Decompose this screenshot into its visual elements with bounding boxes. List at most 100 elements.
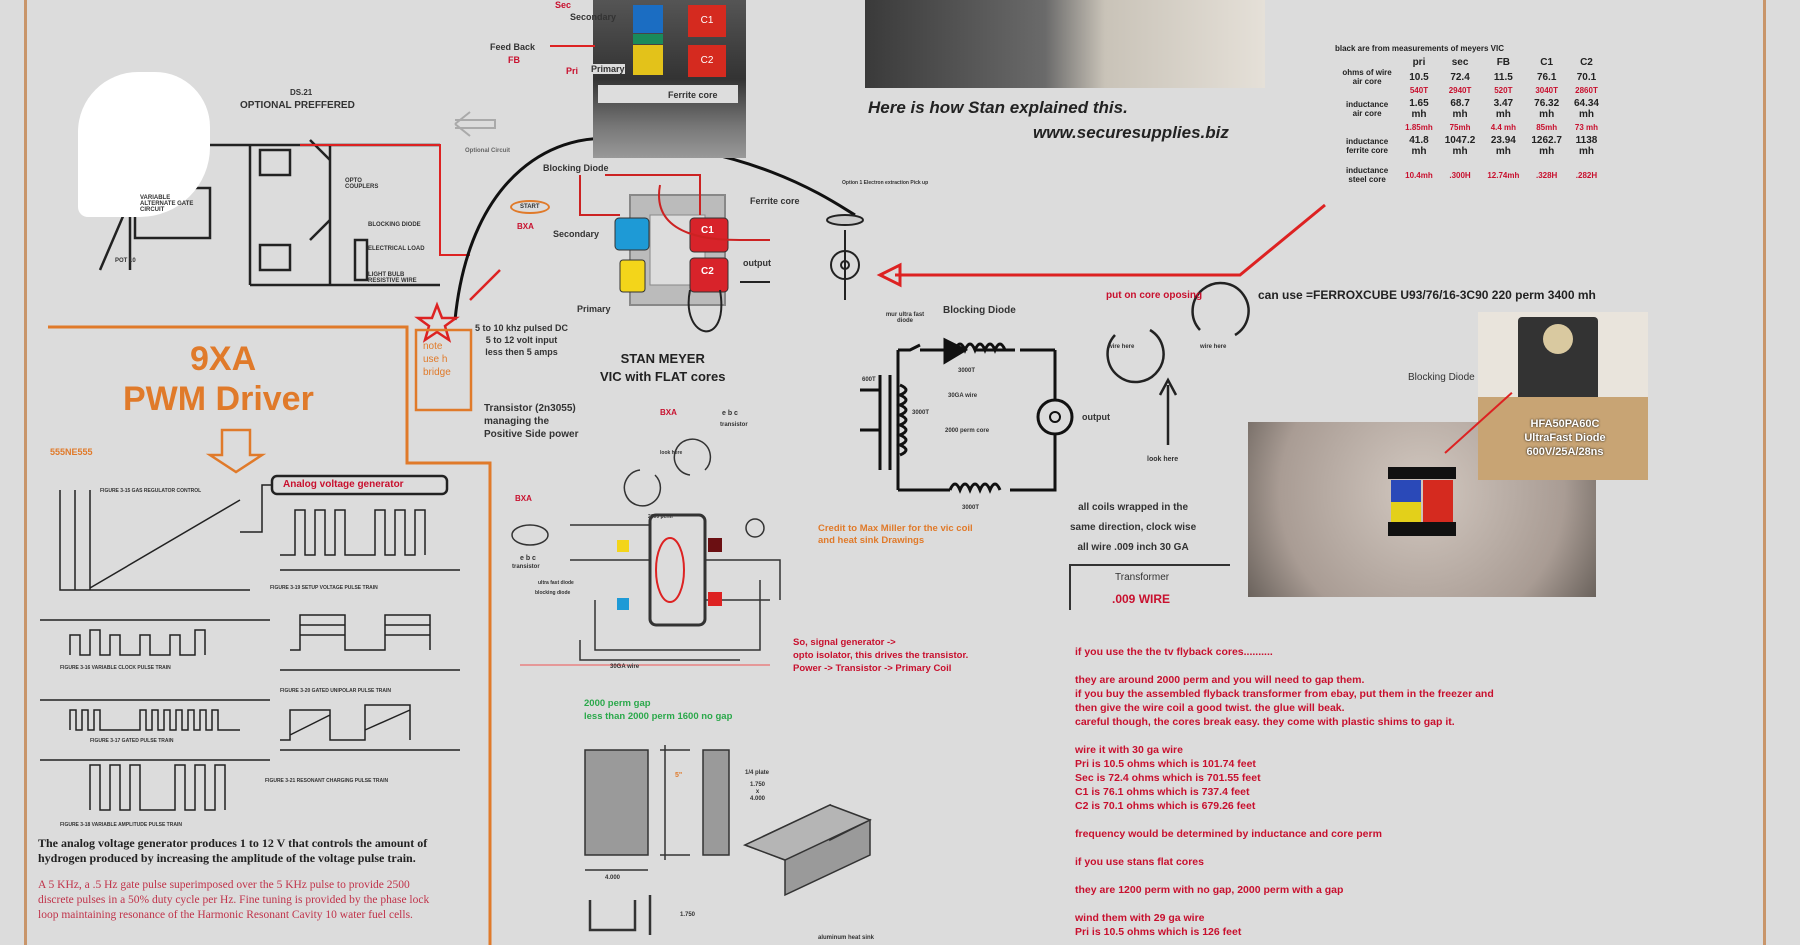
vic-photo: C1 C2 (593, 0, 746, 158)
vic-c1: C1 (701, 225, 714, 236)
table-heading: black are from measurements of meyers VI… (1335, 44, 1504, 53)
vic-c2: C2 (701, 266, 714, 277)
vic-primary: Primary (577, 304, 611, 314)
diode-label: Blocking Diode (1408, 372, 1475, 383)
website-url[interactable]: www.securesupplies.biz (1033, 123, 1229, 142)
bxa-label: BXA (517, 222, 534, 231)
video-caption: Here is how Stan explained this. (868, 98, 1128, 117)
width-dim: 4.000 (605, 875, 621, 881)
vic-secondary: Secondary (553, 229, 600, 239)
transformer-circuit-lines (860, 337, 1057, 494)
tc-turns: 600T (862, 377, 876, 383)
small-vic-transistor: transistor (512, 564, 540, 570)
tc-blocking-diode: Blocking Diode (943, 305, 1016, 316)
chip-label: 555NE555 (50, 447, 93, 457)
star-icon (414, 301, 460, 343)
small-vic-ebc: e b c (520, 555, 536, 562)
core-note: put on core oposing (1106, 290, 1203, 301)
bxa-label-2: BXA (660, 408, 677, 417)
stan-video-still[interactable] (865, 0, 1265, 88)
tc-wire: 30GA wire (948, 393, 978, 399)
small-vic-bxa: BXA (515, 494, 532, 503)
figure-caption: FIGURE 3-17 GATED PULSE TRAIN (90, 738, 174, 744)
optional-circuit-label: Optional Circuit (465, 148, 510, 154)
c2-coil: C2 (688, 45, 726, 77)
small-vic-drawing (511, 438, 781, 666)
tc-turns: 3000T (912, 410, 930, 416)
pwm-title-2: PWM Driver (123, 380, 314, 418)
analog-generator-label: Analog voltage generator (283, 479, 404, 490)
tc-output: output (1082, 412, 1110, 422)
rotation-arrows (1106, 281, 1250, 445)
figure-caption: FIGURE 3-16 VARIABLE CLOCK PULSE TRAIN (60, 665, 171, 671)
heat-sink-drawings (584, 745, 872, 935)
figure-caption: FIGURE 3-21 RESONANT CHARGING PULSE TRAI… (265, 778, 389, 784)
height-dim: 5" (675, 772, 683, 779)
vic-output: output (743, 258, 771, 268)
ebc-label: e b c (722, 410, 738, 417)
arrow-down-icon (205, 428, 267, 474)
tc-wire-here-2: wire here (1200, 344, 1227, 350)
label-secondary: Secondary (570, 12, 617, 22)
ferroxcube-note: can use =FERROXCUBE U93/76/16-3C90 220 p… (1258, 288, 1596, 302)
figure-caption: FIGURE 3-15 GAS REGULATOR CONTROL (100, 488, 202, 494)
circuit-ref: DS.21 (290, 88, 313, 97)
wire-size-label: .009 WIRE (1112, 592, 1171, 606)
figure-caption: FIGURE 3-19 SETUP VOLTAGE PULSE TRAIN (270, 585, 378, 591)
tc-fast-diode: mur ultra fast diode (885, 312, 925, 324)
circuit-label: BLOCKING DIODE (368, 222, 421, 228)
label-sec: Sec (555, 0, 572, 10)
figure-caption: FIGURE 3-18 VARIABLE AMPLITUDE PULSE TRA… (60, 822, 182, 828)
pwm-paragraph-red: A 5 KHz, a .5 Hz gate pulse superimposed… (38, 879, 430, 921)
figure-caption: FIGURE 3-20 GATED UNIPOLAR PULSE TRAIN (280, 688, 392, 694)
measurement-table: black are from measurements of meyers VI… (1335, 44, 1605, 190)
c1-coil: C1 (688, 5, 726, 37)
tc-wire-here-1: wire here (1108, 344, 1135, 350)
plate-label: 1/4 plate (745, 770, 770, 776)
label-primary: Primary (591, 64, 625, 74)
pwm-paragraph: The analog voltage generator produces 1 … (38, 836, 428, 865)
redaction-blob (78, 72, 210, 217)
label-ferrite: Ferrite core (668, 90, 718, 100)
tc-turns: 3000T (962, 505, 980, 511)
small-vic-perm: 2000 perm (648, 514, 673, 520)
heatsink-caption: aluminum heat sink (818, 935, 875, 941)
small-vic-ultra: ultra fast diode (538, 580, 574, 586)
pwm-title-1: 9XA (190, 340, 257, 378)
tc-look-here: look here (1147, 456, 1179, 463)
depth-dim: 1.750 (680, 912, 696, 918)
pickup-label: Option 1 Electron extraction Pick up (842, 180, 929, 186)
vic-ferrite-core: Ferrite core (750, 196, 800, 206)
transistor-label: transistor (720, 422, 748, 428)
optional-preffered-title: OPTIONAL PREFFERED (240, 100, 355, 111)
small-vic-look: look here (660, 450, 683, 456)
start-badge: START (510, 200, 550, 214)
circuit-label: ELECTRICAL LOAD (368, 246, 425, 252)
left-border (24, 0, 27, 945)
tc-turns: 3000T (958, 368, 976, 374)
arrow-left-icon (454, 111, 496, 137)
right-border (1763, 0, 1766, 945)
waveform-figures (40, 474, 460, 811)
tc-core: 2000 perm core (945, 428, 990, 434)
label-pri: Pri (566, 66, 579, 76)
circuit-label: LIGHT BULB RESISTIVE WIRE (368, 272, 417, 284)
flyback-notes: if you use the the tv flyback cores.....… (1075, 646, 1494, 938)
signal-note: So, signal generator ->opto isolator, th… (793, 637, 969, 674)
label-feedback: Feed Back (490, 42, 536, 52)
